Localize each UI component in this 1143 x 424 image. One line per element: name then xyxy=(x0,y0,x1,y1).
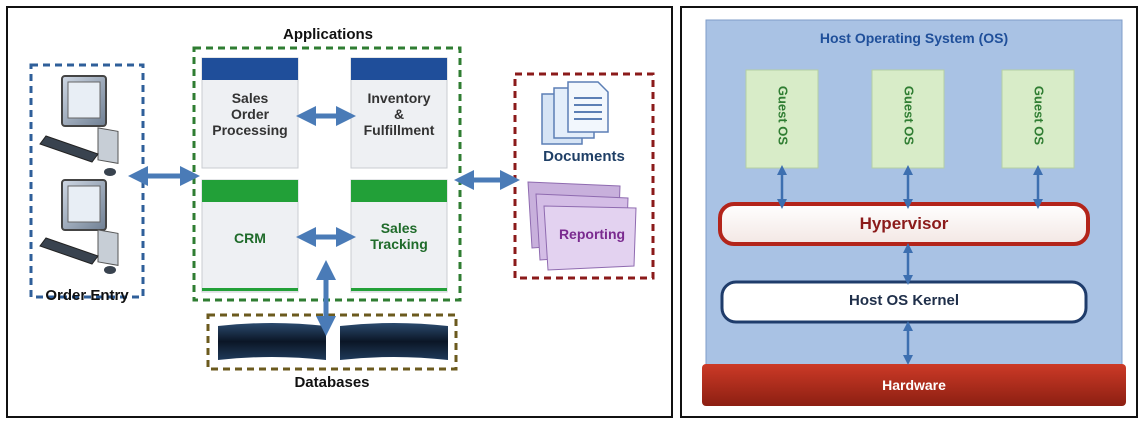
documents-label: Documents xyxy=(543,148,625,165)
guest-os-label: Guest OS xyxy=(901,85,917,146)
inventory-fulfillment-label: Inventory & Fulfillment xyxy=(363,90,435,139)
databases-label: Databases xyxy=(294,374,370,391)
database-icon xyxy=(340,323,448,360)
order-entry-label: Order Entry xyxy=(45,287,129,304)
guest-os-box xyxy=(871,69,945,169)
diagram-graphics xyxy=(29,46,655,371)
computer-icon xyxy=(39,179,119,274)
sales-order-processing-label: Sales Order Processing xyxy=(212,90,288,139)
kernel-label: Host OS Kernel xyxy=(848,292,960,309)
guest-os-box xyxy=(1001,69,1075,169)
guest-os-label: Guest OS xyxy=(775,85,791,146)
application-architecture-diagram: Applications Sales Order Processing Inve… xyxy=(6,6,673,418)
documents-icon xyxy=(541,81,609,145)
reporting-icon xyxy=(527,181,637,271)
hypervisor-label: Hypervisor xyxy=(859,214,949,233)
hardware-bar xyxy=(702,364,1126,406)
diagram-graphics xyxy=(702,19,1126,406)
database-icon xyxy=(218,323,326,360)
computer-icon xyxy=(39,75,119,176)
guest-os-box xyxy=(745,69,819,169)
sales-tracking-label: Sales Tracking xyxy=(370,220,428,253)
host-os-label: Host Operating System (OS) xyxy=(819,30,1009,46)
virtualization-stack-diagram: Host Operating System (OS) Guest OS Gues… xyxy=(680,6,1138,418)
guest-os-label: Guest OS xyxy=(1031,85,1047,146)
hardware-label: Hardware xyxy=(882,377,946,393)
reporting-label: Reporting xyxy=(558,226,626,242)
crm-label: CRM xyxy=(234,230,266,246)
applications-label: Applications xyxy=(282,26,373,43)
